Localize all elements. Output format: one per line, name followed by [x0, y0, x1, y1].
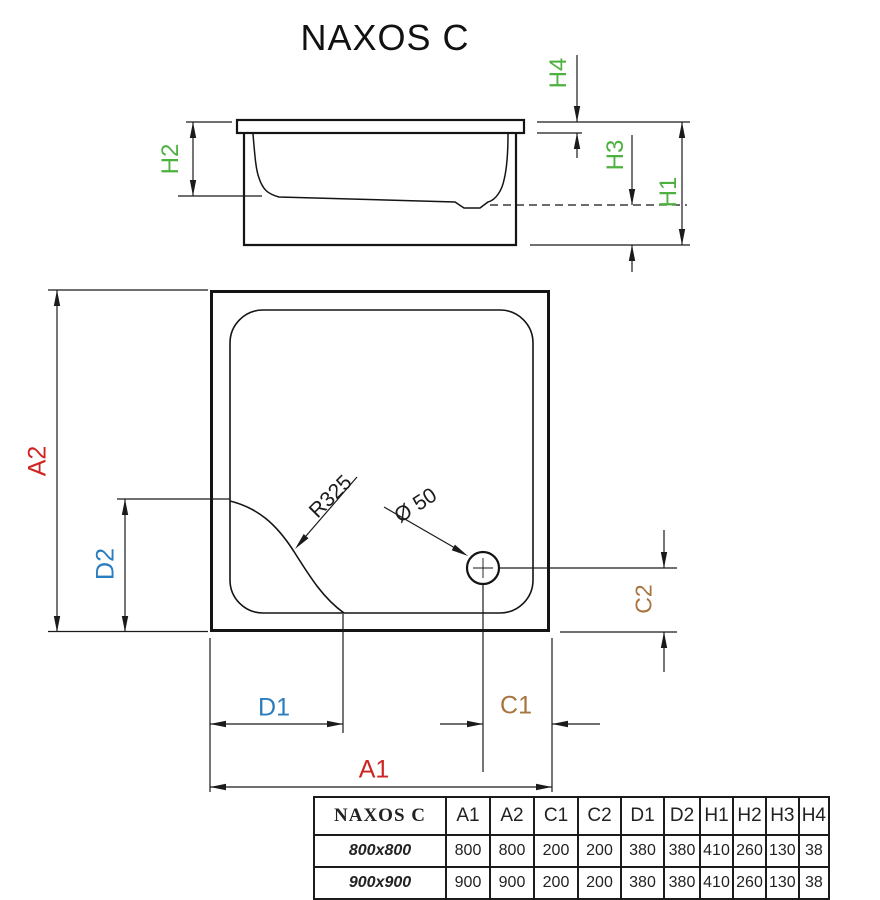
tray-rim-outline: [235, 118, 526, 135]
size-cell: 800x800: [313, 834, 447, 868]
col-header-h1: H1: [699, 796, 734, 836]
h3-dimension-label: H3: [602, 139, 629, 171]
tray-outer-edge: [210, 290, 550, 632]
value-cell: 900: [445, 866, 491, 900]
plan-view-arrowheads: [53, 290, 668, 791]
value-cell: 130: [765, 834, 800, 868]
value-cell: 200: [533, 866, 579, 900]
drain-center-cross: [473, 558, 493, 578]
col-header-d2: D2: [663, 796, 701, 836]
corner-seat-curve: [229, 500, 345, 614]
value-cell: 800: [489, 834, 535, 868]
value-cell: 800: [445, 834, 491, 868]
col-header-h3: H3: [765, 796, 800, 836]
a2-dimension-label: A2: [23, 445, 52, 477]
col-header-d1: D1: [620, 796, 665, 836]
plan-view-dimensions: [48, 289, 677, 792]
c2-dimension-label: C2: [630, 584, 657, 614]
size-cell: 900x900: [313, 866, 447, 900]
col-header-h2: H2: [732, 796, 767, 836]
drawing-canvas: [48, 55, 690, 792]
dimensions-table: NAXOS C A1 A2 C1 C2 D1 D2 H1 H2 H3 H4 80…: [313, 796, 831, 900]
c1-dimension-label: C1: [500, 691, 532, 720]
r325-leader-line: [305, 476, 358, 537]
side-view: [235, 118, 687, 247]
table-row-800x800: 800x800 800 800 200 200 380 380 410 260 …: [313, 834, 831, 868]
basin-inner-edge: [229, 309, 534, 614]
drain-leader-line: [383, 506, 456, 549]
d1-dimension-label: D1: [258, 693, 290, 722]
value-cell: 900: [489, 866, 535, 900]
col-header-a1: A1: [445, 796, 491, 836]
h1-dimension-label: H1: [655, 176, 682, 208]
h2-dimension-label: H2: [157, 143, 184, 175]
col-header-c1: C1: [533, 796, 579, 836]
plan-view: [210, 290, 550, 632]
value-cell: 200: [577, 834, 622, 868]
value-cell: 260: [732, 834, 767, 868]
col-header-c2: C2: [577, 796, 622, 836]
value-cell: 380: [620, 866, 665, 900]
col-header-h4: H4: [797, 796, 831, 836]
value-cell: 38: [797, 866, 831, 900]
value-cell: 130: [765, 866, 800, 900]
drawing-title: NAXOS C: [300, 17, 470, 58]
a1-dimension-label: A1: [358, 755, 390, 784]
value-cell: 380: [663, 866, 701, 900]
value-cell: 38: [797, 834, 831, 868]
value-cell: 260: [732, 866, 767, 900]
table-row-900x900: 900x900 900 900 200 200 380 380 410 260 …: [313, 866, 831, 900]
value-cell: 380: [620, 834, 665, 868]
h4-dimension-label: H4: [545, 57, 572, 89]
table-title-cell: NAXOS C: [313, 796, 447, 836]
basin-profile: [252, 133, 509, 209]
value-cell: 200: [533, 834, 579, 868]
side-view-arrowheads: [189, 106, 686, 261]
value-cell: 380: [663, 834, 701, 868]
col-header-a2: A2: [489, 796, 535, 836]
value-cell: 410: [699, 866, 734, 900]
d2-dimension-label: D2: [91, 548, 120, 580]
value-cell: 410: [699, 834, 734, 868]
tray-skirt-outline: [242, 133, 518, 247]
value-cell: 200: [577, 866, 622, 900]
table-header-row: NAXOS C A1 A2 C1 C2 D1 D2 H1 H2 H3 H4: [313, 796, 831, 836]
